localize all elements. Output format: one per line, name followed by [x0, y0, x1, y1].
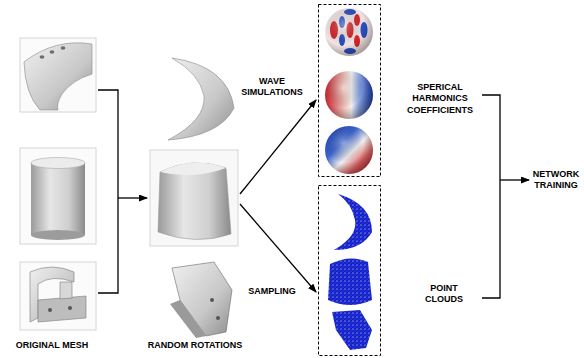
wave-simulation-spheres-part — [319, 5, 381, 177]
original-meshes-part — [20, 262, 96, 330]
original-meshes-part — [20, 38, 96, 112]
split-arrows-part — [240, 100, 316, 194]
rotated-meshes-part — [216, 316, 220, 320]
output-label: SPERICAL HARMONICS COEFFICIENTS — [407, 82, 473, 116]
original-meshes-part — [50, 50, 55, 54]
rotated-meshes-part — [150, 150, 238, 246]
rotated-meshes-part — [170, 300, 206, 338]
rotated-meshes-part — [158, 163, 231, 240]
point-clouds — [319, 186, 381, 356]
step-label: WAVE SIMULATIONS — [241, 76, 302, 99]
rotated-meshes-part — [160, 163, 226, 175]
step-label: SAMPLING — [248, 286, 296, 297]
original-meshes — [20, 38, 96, 330]
point-clouds-part — [332, 310, 372, 350]
original-meshes-part — [40, 55, 45, 59]
point-clouds-part — [334, 194, 372, 250]
merge-bracket — [98, 90, 147, 293]
merge-bracket-part — [500, 179, 529, 180]
wave-simulation-spheres — [319, 5, 381, 177]
point-clouds-part — [319, 186, 381, 356]
wave-simulation-spheres-part — [325, 8, 373, 56]
rotated-meshes — [150, 58, 238, 338]
rotated-meshes-part — [172, 262, 232, 336]
rotated-meshes-part — [168, 58, 234, 140]
original-meshes-part — [48, 308, 52, 312]
original-meshes-part — [61, 46, 66, 50]
target-label: NETWORK TRAINING — [533, 169, 580, 192]
merge-bracket-part — [118, 197, 147, 198]
merge-bracket — [482, 95, 529, 298]
original-meshes-part — [31, 230, 85, 240]
wave-simulation-spheres-part — [325, 126, 373, 174]
original-meshes-part — [31, 163, 85, 235]
split-arrows — [240, 100, 316, 292]
wave-simulation-spheres-part — [325, 71, 373, 119]
wave-simulation-spheres-part — [325, 126, 373, 174]
wave-simulation-spheres-part-part — [325, 8, 373, 56]
rotated-meshes-part — [210, 298, 214, 302]
original-meshes-part — [20, 148, 96, 244]
column-label: RANDOM ROTATIONS — [148, 340, 243, 351]
original-meshes-part — [60, 282, 72, 299]
original-meshes-part — [68, 306, 72, 310]
original-meshes-part — [38, 296, 86, 322]
point-clouds-part — [328, 258, 372, 305]
merge-bracket-part — [98, 90, 118, 293]
column-label: ORIGINAL MESH — [16, 340, 88, 351]
output-label: POINT CLOUDS — [425, 283, 463, 306]
wave-simulation-spheres-part — [325, 8, 373, 56]
original-meshes-part — [24, 43, 92, 110]
original-meshes-part — [31, 158, 85, 169]
merge-bracket-part — [482, 95, 500, 298]
split-arrows-part — [240, 204, 316, 292]
wave-simulation-spheres-part — [325, 71, 373, 119]
